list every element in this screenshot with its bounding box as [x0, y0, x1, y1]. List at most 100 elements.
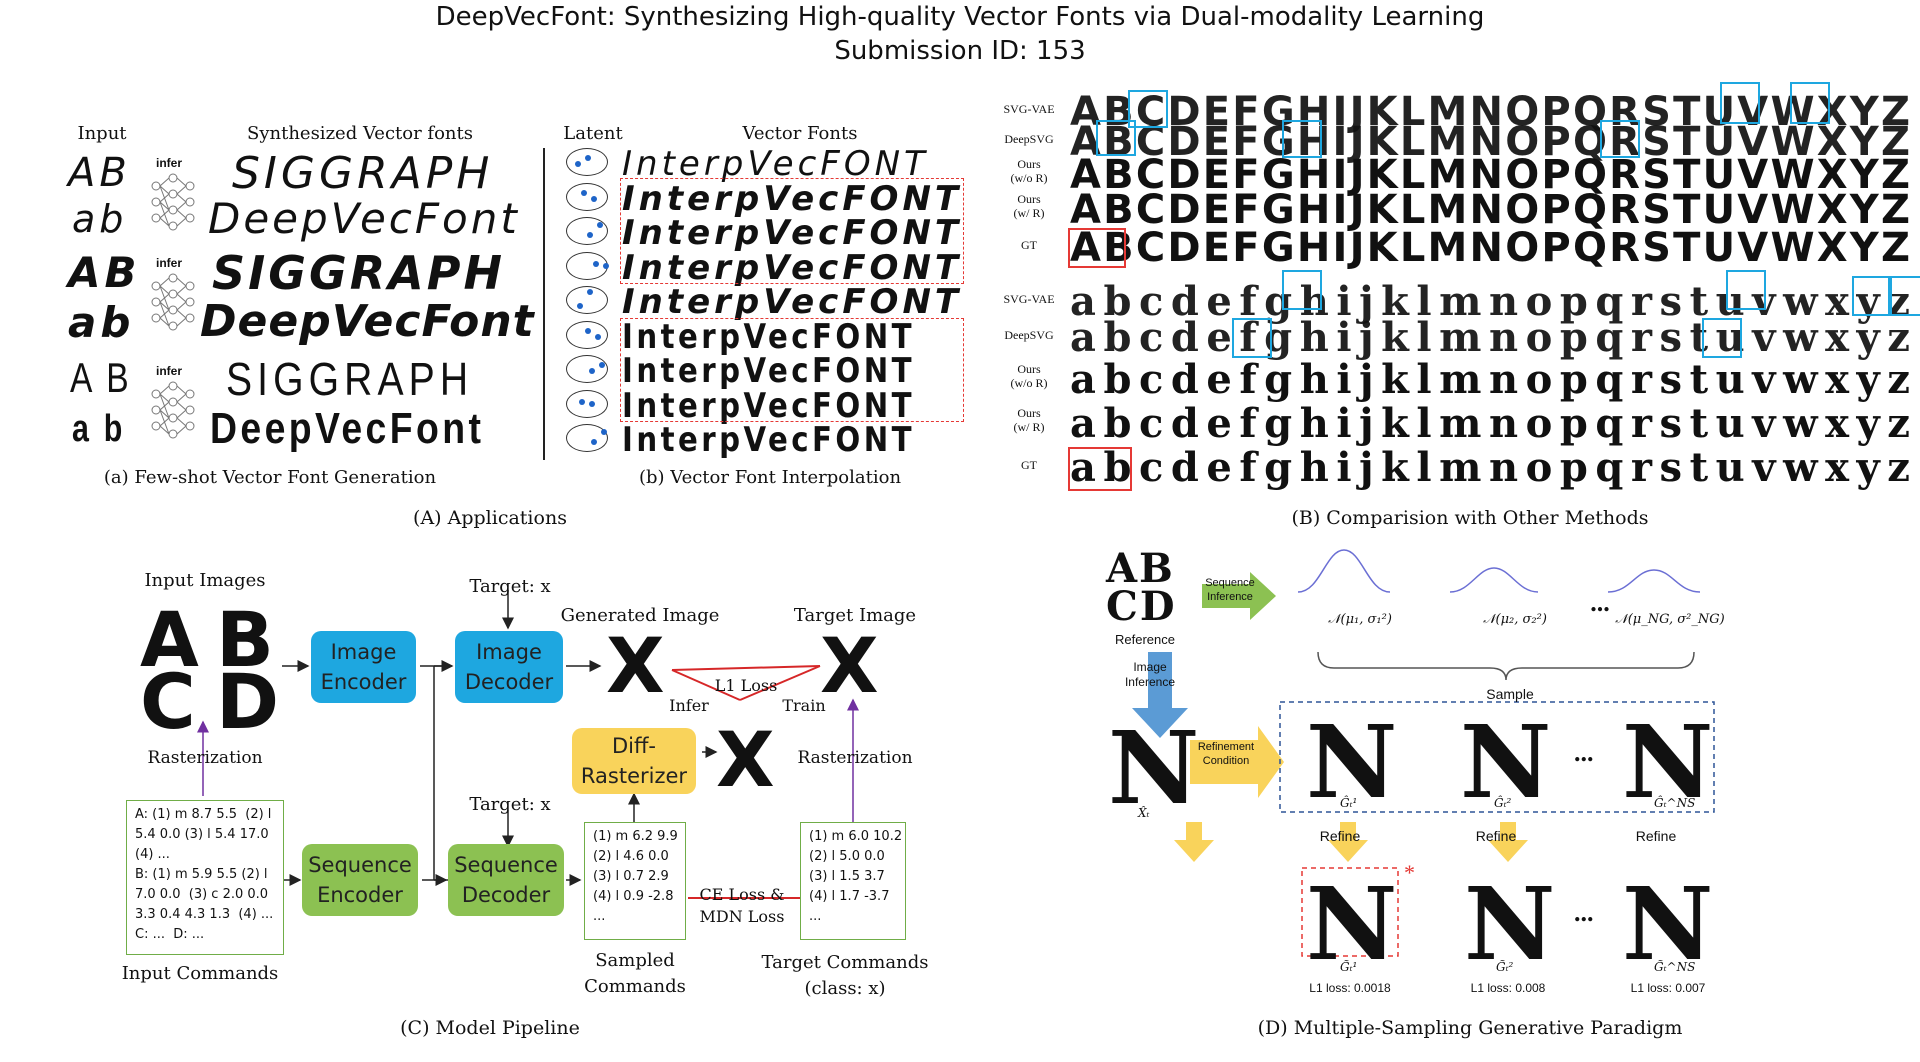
output-deepvecfont-2: DeepVecFont — [200, 296, 535, 347]
paradigm-arrows — [1132, 549, 1715, 957]
gaussian-label-1: 𝒩(μ₁, σ₁²) — [1328, 612, 1392, 627]
interpolated-font-row: InterpVecFONT — [622, 282, 963, 322]
latent-code-icon — [566, 217, 608, 245]
label-reference: Reference — [1115, 632, 1175, 647]
gt-reference-box — [1068, 228, 1126, 268]
label-input-images: Input Images — [144, 570, 266, 591]
method-row-label: Ours (w/ R) — [1013, 192, 1045, 220]
gaussian-ellipsis: ... — [1590, 588, 1610, 617]
interpolated-font-row: InterpVecFONT — [622, 420, 916, 460]
input-lower-1: ab — [72, 197, 128, 241]
caption-paradigm: (D) Multiple-Sampling Generative Paradig… — [1257, 1017, 1683, 1039]
failure-highlight-box — [1720, 82, 1760, 124]
label-vector-fonts: Vector Fonts — [742, 123, 858, 144]
caption-comparison: (B) Comparision with Other Methods — [1291, 507, 1649, 529]
loss-value-3: L1 loss: 0.007 — [1630, 981, 1706, 995]
input-upper-2: AB — [68, 248, 141, 297]
label-gt-2: G̃ₜ² — [1496, 960, 1514, 974]
label-rasterization-right: Rasterization — [797, 748, 913, 768]
interp-highlight-box — [620, 178, 964, 284]
label-target-x-bottom: Target: x — [469, 794, 551, 815]
label-sampled-commands: Sampled Commands — [584, 950, 686, 997]
failure-highlight-box — [1232, 318, 1272, 358]
rasterized-glyph-x: X — [716, 715, 775, 804]
method-row-label: GT — [1021, 238, 1037, 252]
target-glyph-x: X — [820, 621, 879, 710]
panel-a-divider — [543, 148, 545, 460]
failure-highlight-box — [1852, 276, 1892, 316]
output-deepvecfont-1: DeepVecFont — [208, 194, 520, 243]
method-row-label: Ours (w/o R) — [1010, 157, 1048, 185]
sample-glyph-n-3: N — [1622, 703, 1714, 821]
reference-glyphs-abcd: ABCD — [1106, 545, 1177, 630]
infer-label-3: infer — [156, 364, 183, 378]
label-infer: Infer — [669, 696, 709, 715]
label-refine-1: Refine — [1319, 828, 1361, 844]
neural-net-icon — [151, 273, 195, 331]
label-image-inference: Image Inference — [1124, 660, 1176, 689]
latent-code-icon — [566, 424, 608, 452]
submission-id: Submission ID: 153 — [834, 36, 1086, 66]
sample-ellipsis: ... — [1574, 738, 1594, 767]
method-row-label: GT — [1021, 458, 1037, 472]
label-refine-3: Refine — [1635, 828, 1677, 844]
method-row-label: Ours (w/ R) — [1013, 406, 1045, 434]
output-deepvecfont-3: DeepVecFont — [210, 404, 485, 453]
failure-highlight-box — [1282, 270, 1322, 310]
pipeline-arrows — [197, 590, 859, 899]
input-lower-3: a b — [72, 408, 126, 450]
output-siggraph-3: SIGGRAPH — [226, 353, 474, 405]
label-train: Train — [782, 696, 826, 715]
label-g-1: Ĝₜ¹ — [1340, 796, 1358, 810]
failure-highlight-box — [1790, 82, 1830, 124]
caption-b-sub: (b) Vector Font Interpolation — [638, 467, 902, 488]
refined-ellipsis: ... — [1574, 898, 1594, 927]
latent-code-icon — [566, 355, 608, 383]
refined-glyph-n-1: N — [1306, 865, 1398, 983]
best-sample-star: * — [1404, 860, 1415, 885]
label-target-commands: Target Commands (class: x) — [761, 952, 929, 999]
label-input-commands: Input Commands — [121, 963, 279, 984]
neural-net-icon — [151, 173, 195, 231]
input-letter-a: A — [140, 595, 199, 684]
sampled-commands-box: (1) m 6.2 9.9 (2) l 4.6 0.0 (3) l 0.7 2.… — [584, 822, 686, 940]
label-xt: X̂ₜ — [1138, 806, 1150, 820]
interp-highlight-box — [620, 318, 964, 422]
sequence-decoder-block: Sequence Decoder — [448, 844, 564, 916]
label-sample: Sample — [1486, 686, 1534, 702]
method-row-label: SVG-VAE — [1003, 102, 1055, 116]
target-commands-box: (1) m 6.0 10.2 (2) l 5.0 0.0 (3) l 1.5 3… — [800, 822, 906, 940]
latent-code-icon — [566, 320, 608, 349]
label-g-n: Ĝₜ^NS — [1654, 796, 1696, 810]
interpolated-font-row: InterpVecFONT — [622, 213, 963, 253]
input-upper-1: AB — [68, 150, 131, 196]
sequence-encoder-block: Sequence Encoder — [302, 844, 418, 916]
method-row-label: Ours (w/o R) — [1010, 362, 1048, 390]
label-gt-n: G̃ₜ^NS — [1654, 960, 1696, 974]
loss-value-1: L1 loss: 0.0018 — [1309, 981, 1391, 995]
label-g-2: Ĝₜ² — [1494, 796, 1512, 810]
output-siggraph-2: SIGGRAPH — [212, 246, 505, 300]
failure-highlight-box — [1702, 318, 1742, 358]
image-decoder-block: Image Decoder — [455, 631, 563, 703]
caption-pipeline: (C) Model Pipeline — [400, 1017, 580, 1039]
failure-highlight-box — [1600, 120, 1640, 158]
label-gt-1: G̃ₜ¹ — [1340, 960, 1358, 974]
label-generated-image: Generated Image — [560, 605, 720, 626]
image-encoder-block: Image Encoder — [311, 631, 416, 703]
label-l1-loss: L1 Loss — [714, 676, 778, 695]
input-commands-box: A: (1) m 8.7 5.5 (2) l 5.4 0.0 (3) l 5.4… — [126, 800, 284, 955]
figure-title: DeepVecFont: Synthesizing High-quality V… — [435, 2, 1485, 32]
caption-applications: (A) Applications — [413, 507, 567, 529]
label-target-image: Target Image — [793, 605, 917, 626]
failure-highlight-box — [1726, 270, 1766, 310]
infer-label-2: infer — [156, 256, 183, 270]
